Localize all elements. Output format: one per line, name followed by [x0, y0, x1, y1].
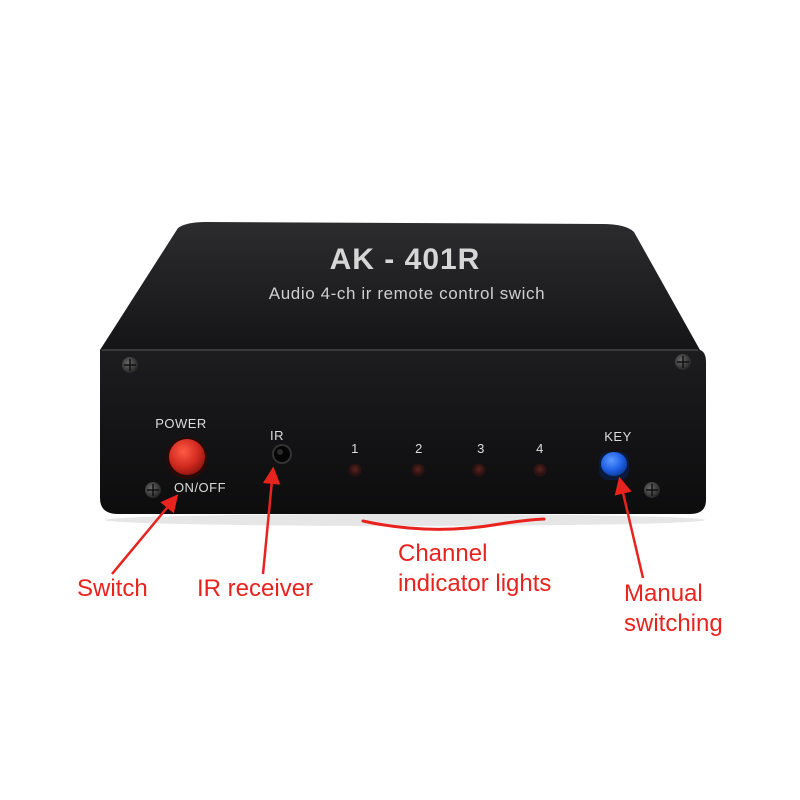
- callout-manual-line1: Manual: [624, 580, 703, 607]
- device-top-surface: [100, 222, 700, 350]
- callout-channel-line2: indicator lights: [398, 570, 552, 597]
- callout-manual-line2: switching: [624, 610, 723, 637]
- channel-underline: [361, 517, 546, 531]
- channel-number-2: 2: [415, 441, 423, 456]
- ir-label: IR: [270, 428, 284, 443]
- callout-channel-line1: Channel: [398, 540, 488, 567]
- channel-indicator-light: [533, 463, 547, 477]
- channel-indicator-light: [411, 463, 425, 477]
- arrow-icon: [614, 476, 645, 579]
- device-subtitle: Audio 4-ch ir remote control swich: [268, 284, 546, 303]
- ir-receiver: [272, 444, 292, 464]
- arrow-icon: [111, 494, 179, 575]
- screw-icon: [145, 482, 161, 498]
- channel-indicator-light: [472, 463, 486, 477]
- channel-indicator-light: [348, 463, 362, 477]
- model-title: AK - 401R: [329, 243, 481, 276]
- channel-number-3: 3: [477, 441, 485, 456]
- arrow-icon: [261, 466, 281, 575]
- callout-ir-receiver: IR receiver: [197, 575, 314, 602]
- power-button[interactable]: [166, 437, 208, 479]
- device-front-face: [100, 350, 706, 514]
- screw-icon: [122, 357, 138, 373]
- onoff-label: ON/OFF: [173, 480, 227, 495]
- channel-number-4: 4: [536, 441, 544, 456]
- screw-icon: [675, 354, 691, 370]
- power-label: POWER: [155, 416, 207, 431]
- screw-icon: [644, 482, 660, 498]
- key-button[interactable]: [599, 452, 629, 480]
- channel-number-1: 1: [351, 441, 359, 456]
- device-shadow: [105, 514, 705, 526]
- callout-switch: Switch: [77, 575, 148, 602]
- key-label: KEY: [604, 429, 632, 444]
